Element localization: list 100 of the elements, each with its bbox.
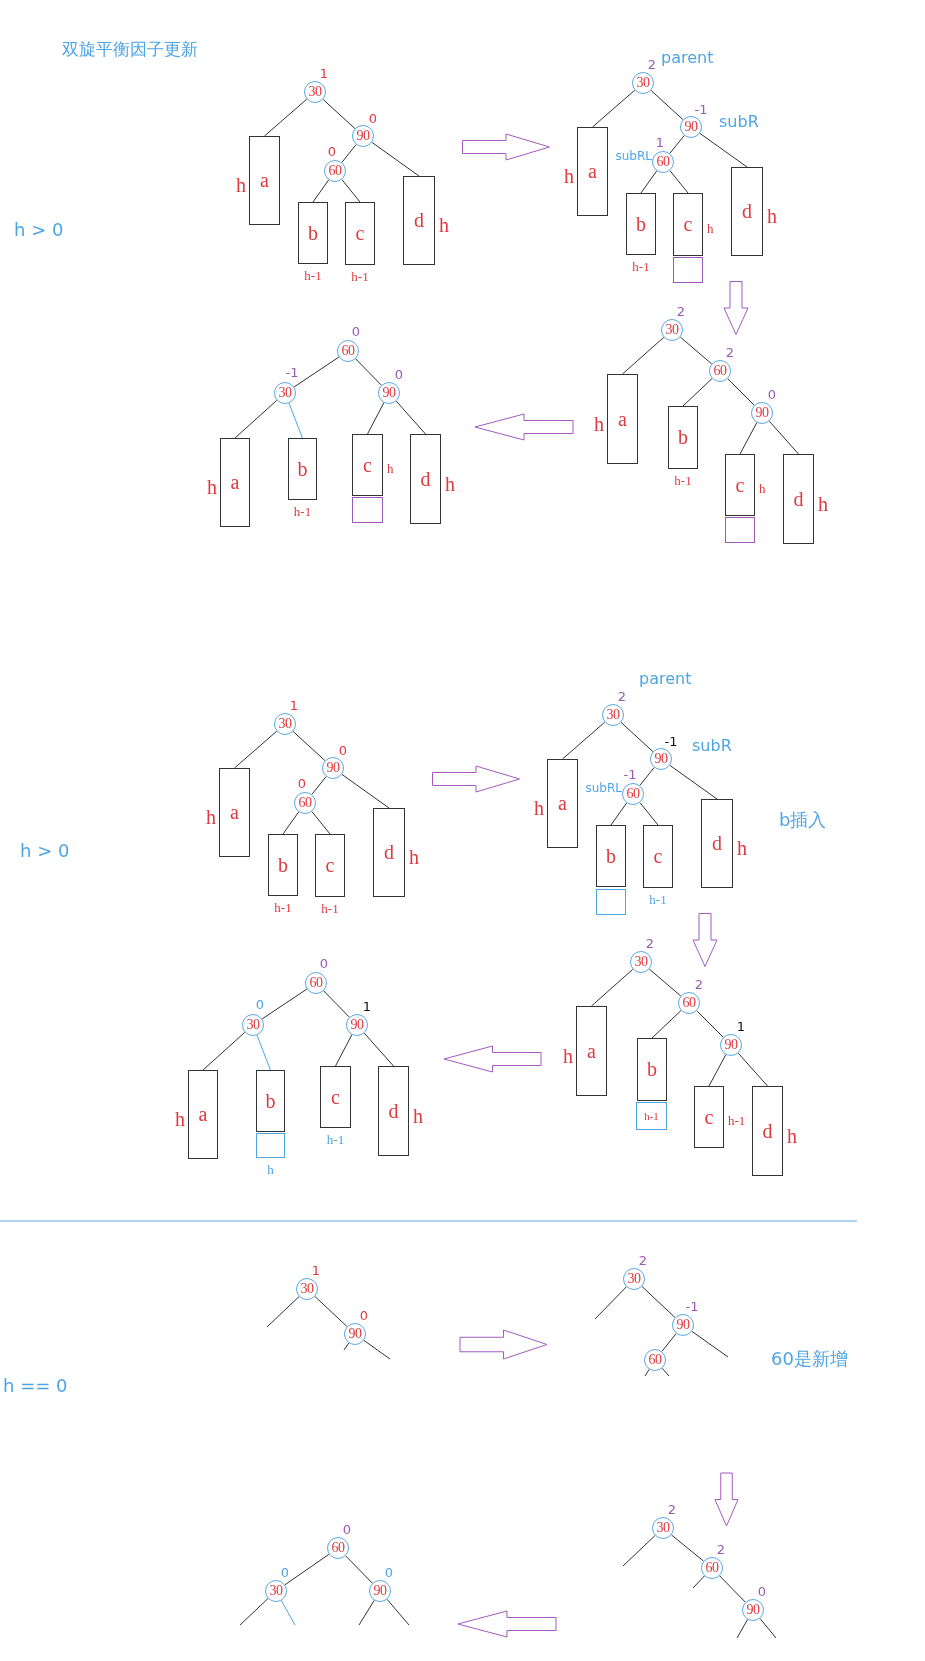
height-increase-box: h-1: [636, 1102, 667, 1130]
block-arrow: [723, 281, 749, 335]
branch-line: [644, 1368, 650, 1377]
height-label: h-1: [274, 900, 292, 914]
subtree-box: a: [188, 1070, 218, 1159]
height-label: h: [206, 806, 216, 827]
height-label: h: [787, 1125, 797, 1146]
height-label: h-1: [304, 268, 322, 282]
balance-factor: 1: [736, 1019, 746, 1033]
balance-factor: -1: [664, 734, 678, 748]
subtree-box: c: [643, 825, 673, 888]
balance-factor: 0: [338, 743, 348, 757]
balance-factor: 0: [319, 956, 329, 970]
tree-edge: [682, 378, 713, 407]
pointer-label: subR: [692, 738, 732, 754]
subtree-box: c: [320, 1066, 351, 1128]
balance-factor: 0: [351, 324, 361, 338]
block-arrow: [432, 765, 520, 793]
tree-edge: [288, 402, 303, 439]
subtree-box: c: [315, 834, 345, 897]
branch-line: [692, 1575, 705, 1589]
tree-edge: [234, 730, 278, 769]
branch-line: [266, 1296, 300, 1328]
subtree-box: c: [725, 454, 755, 516]
pointer-label: subR: [719, 114, 759, 130]
tree-edge: [282, 811, 300, 835]
tree-edge: [610, 802, 628, 826]
tree-edge: [322, 98, 356, 130]
tree-edge: [284, 1553, 330, 1586]
subtree-box: b: [637, 1038, 667, 1101]
note-label: h > 0: [20, 842, 70, 860]
height-increase-box: [673, 257, 703, 283]
balance-factor: -1: [285, 365, 299, 379]
tree-edge: [696, 1010, 724, 1038]
branch-line: [736, 1619, 749, 1639]
balance-factor: 2: [617, 689, 627, 703]
subtree-box: d: [731, 167, 763, 256]
branch-line: [280, 1600, 296, 1626]
height-label: h: [387, 461, 394, 475]
balance-factor: 0: [297, 776, 307, 790]
block-arrow: [692, 913, 718, 967]
tree-edge: [671, 1534, 704, 1562]
balance-factor: 1: [311, 1263, 321, 1277]
height-label: h: [564, 165, 574, 186]
balance-factor: 1: [289, 698, 299, 712]
height-label: h: [445, 473, 455, 494]
tree-edge: [292, 730, 326, 762]
subtree-box: d: [752, 1086, 783, 1176]
tree-edge: [363, 1032, 394, 1067]
balance-factor: -1: [694, 102, 708, 116]
tree-edge: [261, 988, 308, 1020]
subtree-box: b: [268, 834, 298, 896]
pointer-label: subRL: [615, 150, 652, 162]
height-label: h: [413, 1105, 423, 1126]
tree-edge: [719, 1575, 746, 1603]
branch-line: [691, 1330, 729, 1358]
tree-edge: [651, 1010, 682, 1039]
block-arrow: [462, 133, 550, 161]
balance-factor: 0: [327, 144, 337, 158]
balance-factor: 0: [767, 387, 777, 401]
tree-edge: [640, 170, 658, 194]
balance-factor: 0: [255, 997, 265, 1011]
tree-edge: [345, 1555, 373, 1584]
tree-edge: [639, 802, 659, 826]
subtree-box: d: [403, 176, 435, 265]
height-label: h: [236, 174, 246, 195]
subtree-box: d: [373, 808, 405, 897]
height-label: h: [207, 476, 217, 497]
subtree-box: a: [576, 1006, 607, 1096]
note-label: b插入: [779, 811, 827, 829]
subtree-box: b: [288, 438, 317, 500]
tree-edge: [737, 1052, 768, 1087]
height-label: h-1: [728, 1113, 746, 1127]
height-increase-box: [256, 1133, 285, 1158]
branch-line: [594, 1286, 627, 1320]
height-label: h: [767, 205, 777, 226]
tree-edge: [311, 811, 331, 835]
tree-edge: [341, 144, 357, 163]
balance-factor: -1: [623, 767, 637, 781]
height-label: h: [267, 1162, 274, 1176]
pointer-label: parent: [661, 50, 714, 66]
height-label: h-1: [326, 1132, 345, 1146]
height-label: h-1: [649, 892, 667, 906]
balance-factor: 0: [342, 1522, 352, 1536]
balance-factor: 2: [725, 345, 735, 359]
subtree-box: b: [596, 825, 626, 887]
pointer-label: subRL: [585, 782, 622, 794]
subtree-box: b: [298, 202, 328, 264]
balance-factor: 2: [645, 936, 655, 950]
tree-edge: [355, 358, 382, 386]
height-label: h-1: [293, 504, 312, 518]
branch-line: [661, 1367, 670, 1377]
height-label: h: [707, 221, 714, 235]
branch-line: [363, 1339, 391, 1360]
tree-edge: [727, 378, 755, 406]
tree-edge: [669, 135, 685, 154]
subtree-box: b: [256, 1070, 285, 1132]
tree-edge: [264, 98, 308, 137]
subtree-box: c: [673, 193, 703, 256]
subtree-box: d: [410, 434, 441, 524]
